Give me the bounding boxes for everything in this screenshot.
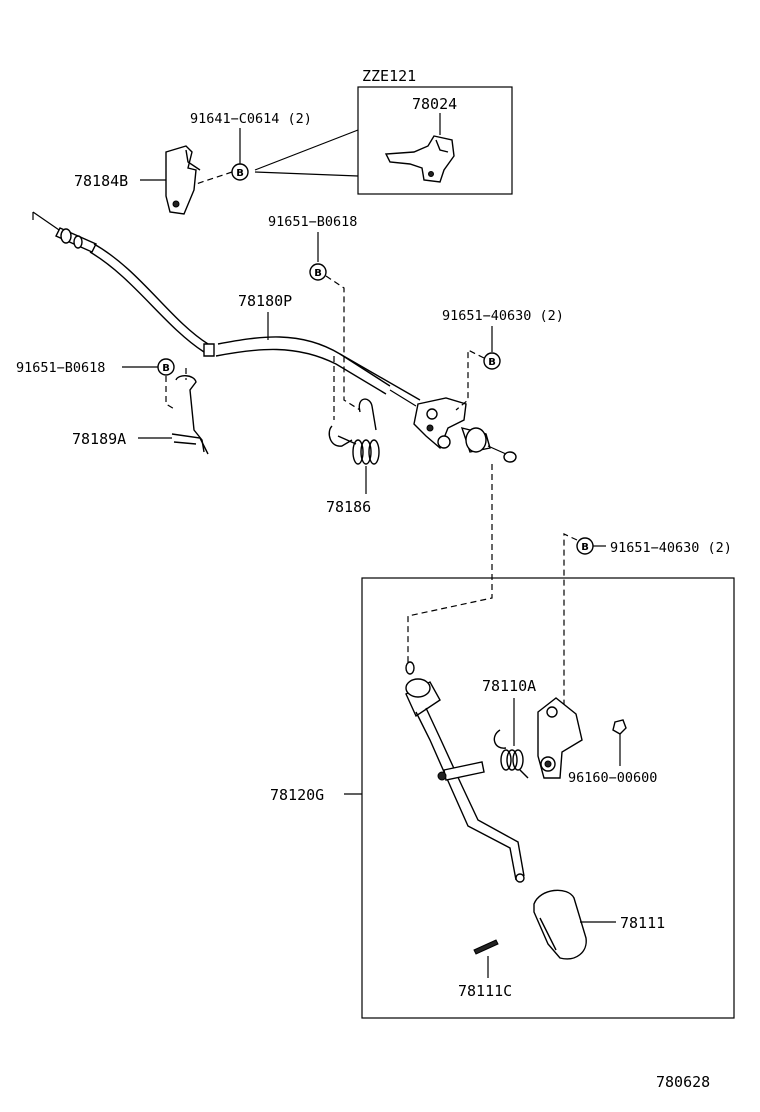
label-91651-40630-b: 91651−40630 (2) xyxy=(610,540,732,556)
pedal-bracket xyxy=(537,697,583,779)
bolt-icon: B xyxy=(231,163,249,181)
group-78189a: 91651−B0618 B 78189A xyxy=(16,358,209,455)
label-91651-40630-a: 91651−40630 (2) xyxy=(442,308,564,324)
label-91641: 91641−C0614 (2) xyxy=(190,111,312,127)
cable-78180p: 78180P xyxy=(32,211,517,463)
label-78111: 78111 xyxy=(620,914,665,932)
figure-number: 780628 xyxy=(656,1073,710,1091)
spring-78186 xyxy=(328,398,380,465)
spring-78110a xyxy=(493,729,529,779)
label-78024: 78024 xyxy=(412,95,457,113)
inset-zze121: ZZE121 78024 xyxy=(254,67,513,195)
variant-label: ZZE121 xyxy=(362,67,416,85)
bolt-icon: B xyxy=(576,537,594,555)
nut-96160 xyxy=(612,719,627,735)
label-78110a: 78110A xyxy=(482,677,536,695)
bracket-78024 xyxy=(384,135,455,183)
link-cable-to-pedal xyxy=(407,464,493,662)
pin-78111c xyxy=(473,939,499,955)
clip-78189a xyxy=(171,375,209,455)
label-78180p: 78180P xyxy=(238,292,292,310)
inset-frame xyxy=(357,86,513,195)
bolt-icon: B xyxy=(309,263,327,281)
group-78186: 78186 xyxy=(326,356,380,516)
label-96160: 96160−00600 xyxy=(568,770,657,786)
svg-text:B: B xyxy=(581,542,589,553)
pedal-arm xyxy=(405,661,525,883)
svg-text:B: B xyxy=(488,357,496,368)
assembly-frame xyxy=(361,577,735,1019)
bracket-78184b xyxy=(165,145,201,215)
svg-text:B: B xyxy=(236,168,244,179)
pedal-pad-78111 xyxy=(533,889,587,960)
group-91651-40630-a: 91651−40630 (2) B xyxy=(442,308,564,411)
svg-text:B: B xyxy=(314,268,322,279)
label-91651-left: 91651−B0618 xyxy=(16,360,105,376)
bolt-icon: B xyxy=(157,358,175,376)
pedal-assembly-78120g: 78120G 78110A xyxy=(270,577,735,1019)
label-78189a: 78189A xyxy=(72,430,126,448)
label-78186: 78186 xyxy=(326,498,371,516)
label-78120g: 78120G xyxy=(270,786,324,804)
group-91651-top: 91651−B0618 B xyxy=(268,214,361,411)
bolt-icon: B xyxy=(483,352,501,370)
label-91651-top: 91651−B0618 xyxy=(268,214,357,230)
label-78111c: 78111C xyxy=(458,982,512,1000)
group-78184b: 91641−C0614 (2) B 78184B xyxy=(74,111,312,215)
svg-text:B: B xyxy=(162,363,170,374)
group-91651-40630-b: B 91651−40630 (2) xyxy=(563,533,732,706)
label-78184b: 78184B xyxy=(74,172,128,190)
